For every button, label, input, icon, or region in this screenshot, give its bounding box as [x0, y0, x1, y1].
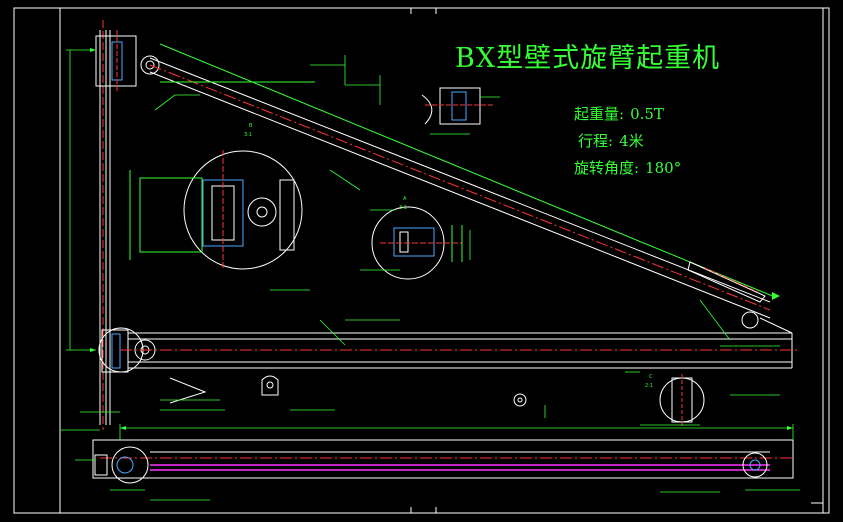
section-scale-b: 3:1: [244, 132, 252, 138]
drawing-title: BX型壁式旋臂起重机: [455, 43, 721, 74]
detail-view-c: [659, 374, 705, 428]
trolley-track-view: [92, 439, 795, 484]
spec-capacity-value: 0.5T: [630, 105, 664, 123]
detail-view-a: [371, 206, 463, 280]
section-label-c: C: [649, 374, 653, 380]
leader-markers: [90, 48, 793, 430]
diagonal-tie-rod: [149, 43, 776, 319]
section-label-b: B: [249, 123, 253, 129]
dimension-lines: [60, 49, 800, 501]
spec-rotation-value: 180°: [645, 159, 682, 177]
spec-capacity: 起重量: 0.5T: [574, 103, 664, 124]
section-scale-c: 2:1: [645, 383, 653, 389]
spec-travel: 行程: 4米: [578, 130, 644, 151]
spec-rotation: 旋转角度: 180°: [574, 157, 681, 178]
drawing-frame: [13, 7, 830, 514]
detail-view-b: [129, 150, 303, 270]
horizontal-boom: [120, 311, 800, 369]
end-hanger: [687, 261, 766, 303]
spec-capacity-label: 起重量:: [574, 105, 625, 123]
lifting-lugs: [169, 375, 527, 407]
pulley-detail: [421, 87, 495, 125]
vertical-column: [99, 20, 111, 430]
top-bracket: [95, 30, 160, 92]
section-label-a: A: [403, 196, 407, 202]
spec-rotation-label: 旋转角度:: [574, 159, 640, 177]
section-scale-a: 3:1: [399, 205, 407, 211]
spec-travel-value: 4米: [619, 132, 644, 150]
spec-travel-label: 行程:: [578, 132, 614, 150]
